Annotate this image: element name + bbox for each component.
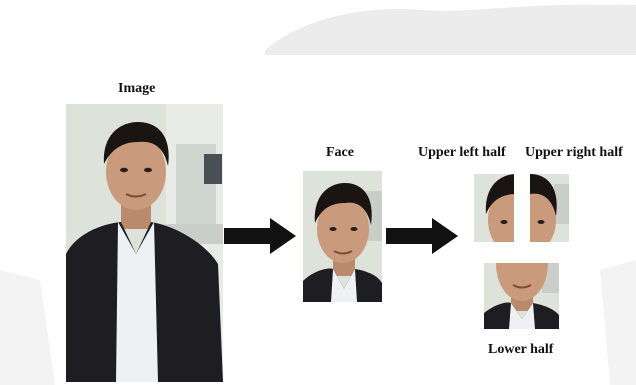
original-image	[66, 104, 223, 382]
label-upper-left-half: Upper left half	[418, 145, 506, 160]
label-lower-half: Lower half	[488, 342, 554, 357]
arrow-right-icon	[386, 218, 458, 254]
upper-right-half-crop	[530, 174, 569, 242]
label-image: Image	[118, 81, 156, 96]
face-crop	[303, 171, 382, 302]
lower-half-crop	[484, 263, 559, 329]
upper-left-half-crop	[474, 174, 514, 242]
label-face: Face	[326, 145, 354, 160]
arrow-right-icon	[224, 218, 296, 254]
label-upper-right-half: Upper right half	[525, 145, 623, 160]
